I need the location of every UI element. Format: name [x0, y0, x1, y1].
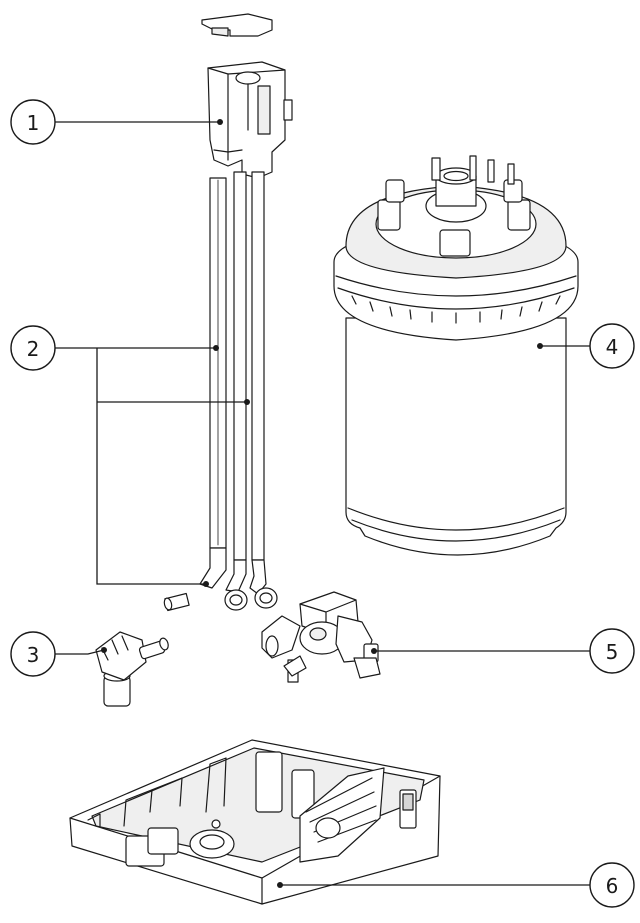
- part-3-elbow-fitting: [95, 631, 169, 707]
- callout-4: 4: [589, 323, 635, 369]
- part-5-valve-assembly: [261, 591, 381, 683]
- callout-2-label: 2: [27, 337, 40, 361]
- callout-1: 1: [10, 99, 56, 145]
- callout-5: 5: [589, 628, 635, 674]
- part-4-steam-cylinder: [333, 155, 579, 556]
- callout-3-label: 3: [27, 643, 40, 667]
- callout-5-label: 5: [606, 640, 619, 664]
- callout-2: 2: [10, 325, 56, 371]
- callout-3: 3: [10, 631, 56, 677]
- callout-4-label: 4: [606, 335, 619, 359]
- callout-6: 6: [589, 862, 635, 908]
- callout-1-label: 1: [27, 111, 40, 135]
- part-1-connector-block: [201, 13, 293, 179]
- callout-6-label: 6: [606, 874, 619, 898]
- part-2-hoses: [163, 171, 278, 612]
- leader-lines: [55, 119, 590, 888]
- part-6-base-tray: [69, 739, 441, 905]
